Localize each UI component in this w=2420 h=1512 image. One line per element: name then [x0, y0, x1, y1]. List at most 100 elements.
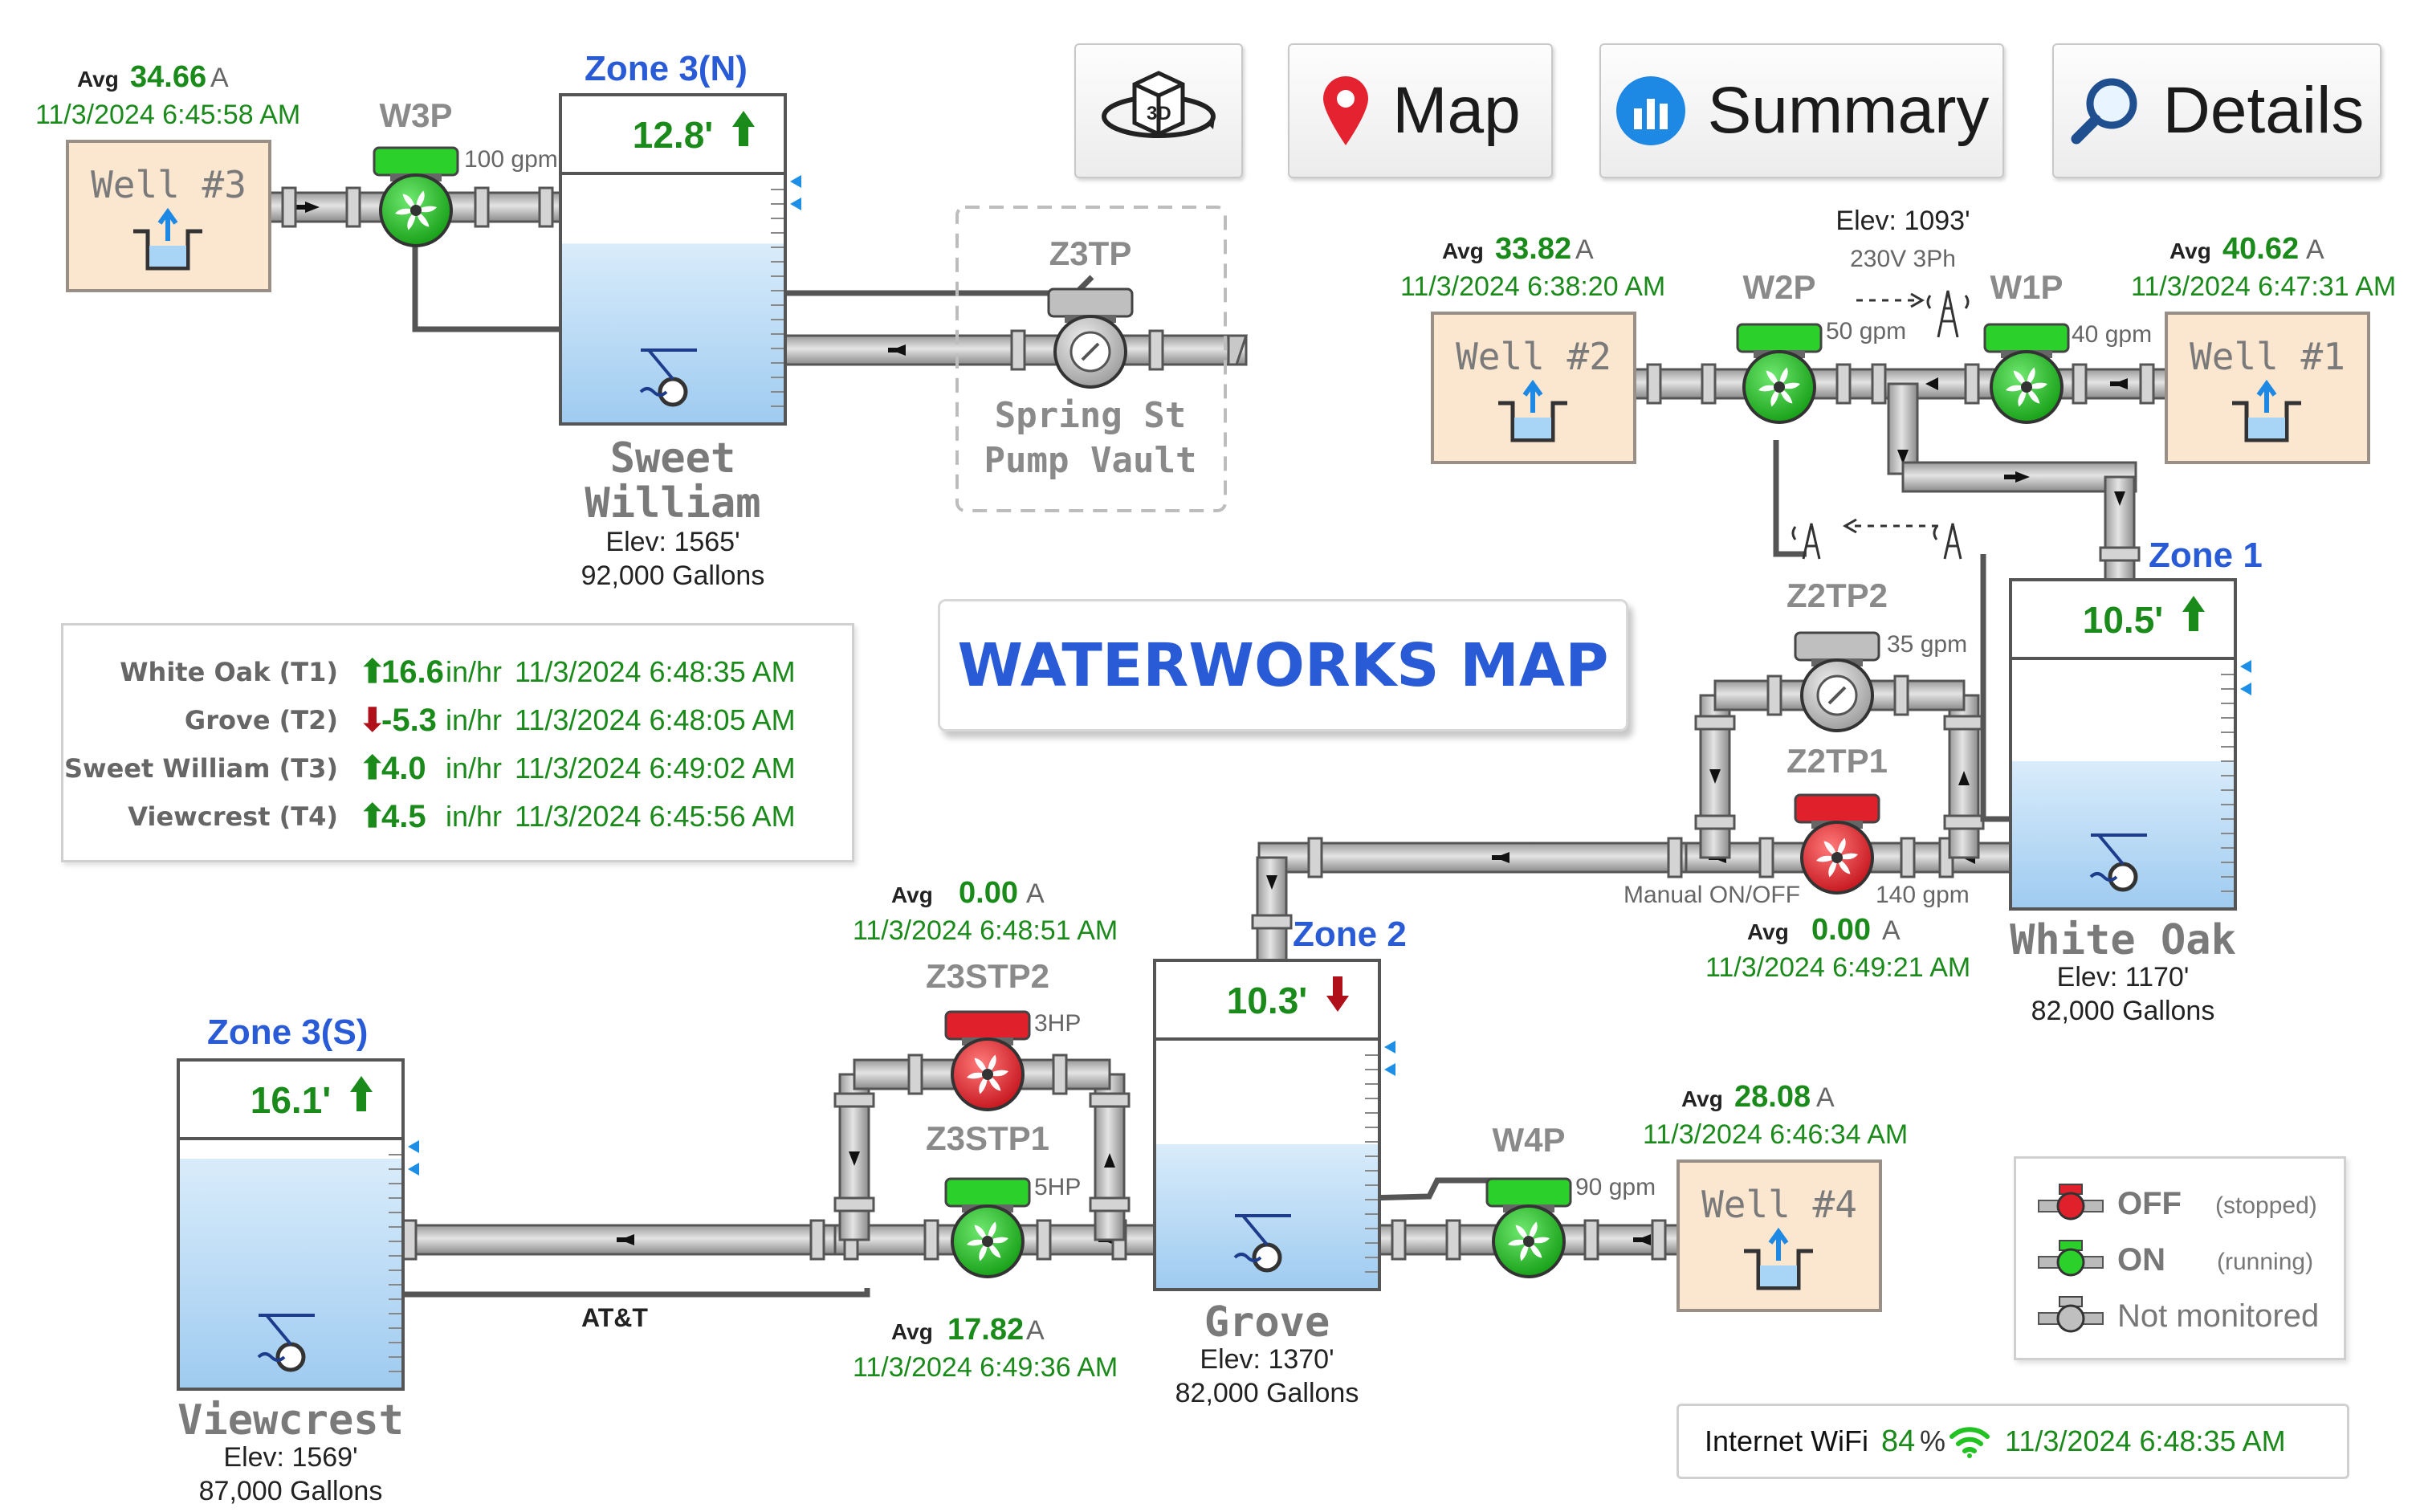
antenna-icon	[1791, 523, 1821, 560]
tank-elevation: Elev: 1370'	[1200, 1344, 1334, 1375]
3d-view-button[interactable]: 3D	[1074, 43, 1243, 178]
summary-button[interactable]: Summary	[1599, 43, 2004, 178]
pump-w1p[interactable]	[1983, 323, 2070, 424]
avg-label: Avg	[1442, 238, 1484, 263]
vault-name: Pump Vault	[984, 440, 1197, 481]
well-1[interactable]: Well #1	[2165, 312, 2370, 464]
tank-sweet-william[interactable]: 12.8'	[559, 93, 801, 426]
rate-unit: in/hr	[446, 655, 503, 688]
pipe-segment	[2104, 475, 2136, 581]
svg-text:0.00: 0.00	[959, 876, 1018, 910]
pump-w3p[interactable]	[373, 146, 459, 247]
pump-z3tp[interactable]	[1047, 287, 1134, 389]
legend-label: OFF	[2117, 1186, 2182, 1221]
pipe-flange	[538, 186, 554, 228]
pump-z3stp2[interactable]	[944, 1010, 1031, 1111]
legend-note: (stopped)	[2215, 1192, 2317, 1219]
svg-text:A: A	[1026, 1315, 1045, 1346]
flow-arrow	[1709, 769, 1721, 784]
rate-time: 11/3/2024 6:48:05 AM	[515, 703, 796, 736]
pump-rate: 40 gpm	[2072, 321, 2152, 348]
map-button[interactable]: Map	[1288, 43, 1553, 178]
details-button[interactable]: Details	[2052, 43, 2381, 178]
rate-value: -5.3	[381, 703, 437, 738]
tank-name: William	[585, 479, 760, 528]
tank-white-oak[interactable]: 10.5'	[2009, 578, 2251, 911]
wifi-status: Internet WiFi 84 % 11/3/2024 6:48:35 AM	[1676, 1404, 2349, 1479]
float-switch-icon	[658, 377, 688, 407]
rate-tank-name: Viewcrest (T4)	[128, 801, 338, 832]
well-up-arrow-icon	[2256, 379, 2277, 413]
rate-tank-name: White Oak (T1)	[120, 657, 338, 687]
station-elevation: Elev: 1093'	[1835, 206, 1970, 236]
zone-label-1: Zone 1	[2149, 536, 2263, 575]
level-value: 12.8'	[633, 114, 713, 156]
map-pin-icon	[1323, 76, 1369, 145]
rate-time: 11/3/2024 6:45:56 AM	[515, 800, 796, 833]
pump-rate: 50 gpm	[1826, 318, 1906, 344]
pump-rate: 100 gpm	[464, 146, 558, 173]
well-2[interactable]: Well #2	[1431, 312, 1636, 464]
pipe-flange	[1694, 814, 1736, 830]
pump-z3stp2-reading: Avg 0.00 A 11/3/2024 6:48:51 AM	[853, 876, 1118, 946]
flow-arrow	[849, 1151, 860, 1166]
pipe-flange	[1893, 674, 1909, 716]
pipe-flange	[1835, 363, 1852, 405]
reading-time: 11/3/2024 6:47:31 AM	[2131, 271, 2396, 302]
low-level-marker	[408, 1163, 419, 1176]
pump-status-icon	[2038, 1240, 2104, 1277]
pump-z2tp2[interactable]	[1794, 631, 1880, 732]
pipe-flange	[1089, 1092, 1131, 1108]
tank-name: Sweet	[610, 434, 736, 483]
zone-label-3s: Zone 3(S)	[207, 1013, 368, 1052]
station-power: 230V 3Ph	[1850, 246, 1956, 272]
legend-item-on: ON(running)	[2037, 1236, 2342, 1284]
wifi-time: 11/3/2024 6:48:35 AM	[2005, 1424, 2286, 1457]
pipe-flange	[1651, 1219, 1667, 1261]
well-3[interactable]: Well #3	[66, 140, 271, 292]
pipe-flange	[2139, 363, 2155, 405]
pipe-flange	[1052, 1054, 1068, 1095]
tank-viewcrest[interactable]: 16.1'	[177, 1058, 419, 1391]
well-name: Well #4	[1701, 1183, 1857, 1226]
low-level-marker	[790, 198, 801, 210]
spring-st-pump-vault: Spring St Pump Vault	[955, 206, 1227, 512]
legend-label: Not monitored	[2117, 1298, 2320, 1334]
pump-z3stp1[interactable]	[944, 1177, 1031, 1278]
rate-unit: in/hr	[446, 703, 503, 736]
pump-note: Manual ON/OFF	[1624, 882, 1800, 908]
flow-arrow	[1104, 1153, 1115, 1168]
zone-label-2: Zone 2	[1293, 915, 1407, 954]
pipe-flange	[1694, 715, 1736, 731]
pump-w2p[interactable]	[1736, 323, 1823, 424]
tank-name: White Oak	[2010, 916, 2236, 964]
reading-time: 11/3/2024 6:38:20 AM	[1400, 271, 1665, 302]
pipe-flange	[1089, 1196, 1131, 1212]
well-up-arrow-icon	[157, 207, 178, 241]
avg-value: 34.66	[130, 60, 206, 94]
avg-value: 28.08	[1734, 1080, 1811, 1114]
wifi-signal: 84	[1881, 1424, 1916, 1458]
details-button-label: Details	[2162, 74, 2365, 147]
avg-unit: A	[210, 63, 229, 93]
rate-unit: in/hr	[446, 800, 503, 833]
tank-capacity: 82,000 Gallons	[2031, 996, 2215, 1026]
pump-z2tp1[interactable]	[1794, 793, 1880, 895]
rate-time: 11/3/2024 6:49:02 AM	[515, 752, 796, 785]
pipe-flange	[2099, 546, 2141, 562]
tank-grove[interactable]: 10.3'	[1153, 959, 1395, 1291]
trend-up-icon: ⬆	[359, 799, 386, 834]
trend-up-icon	[2182, 596, 2205, 631]
pump-w4p[interactable]	[1485, 1177, 1572, 1278]
pipe-flange	[1964, 363, 1980, 405]
trend-up-icon	[350, 1076, 373, 1111]
svg-text:A: A	[1026, 878, 1045, 909]
pipe-segment	[1901, 461, 2137, 493]
pipe-flange	[907, 1054, 923, 1095]
pipe-flange	[1646, 363, 1662, 405]
flow-arrow	[1958, 771, 1970, 785]
well-4[interactable]: Well #4	[1676, 1159, 1882, 1312]
